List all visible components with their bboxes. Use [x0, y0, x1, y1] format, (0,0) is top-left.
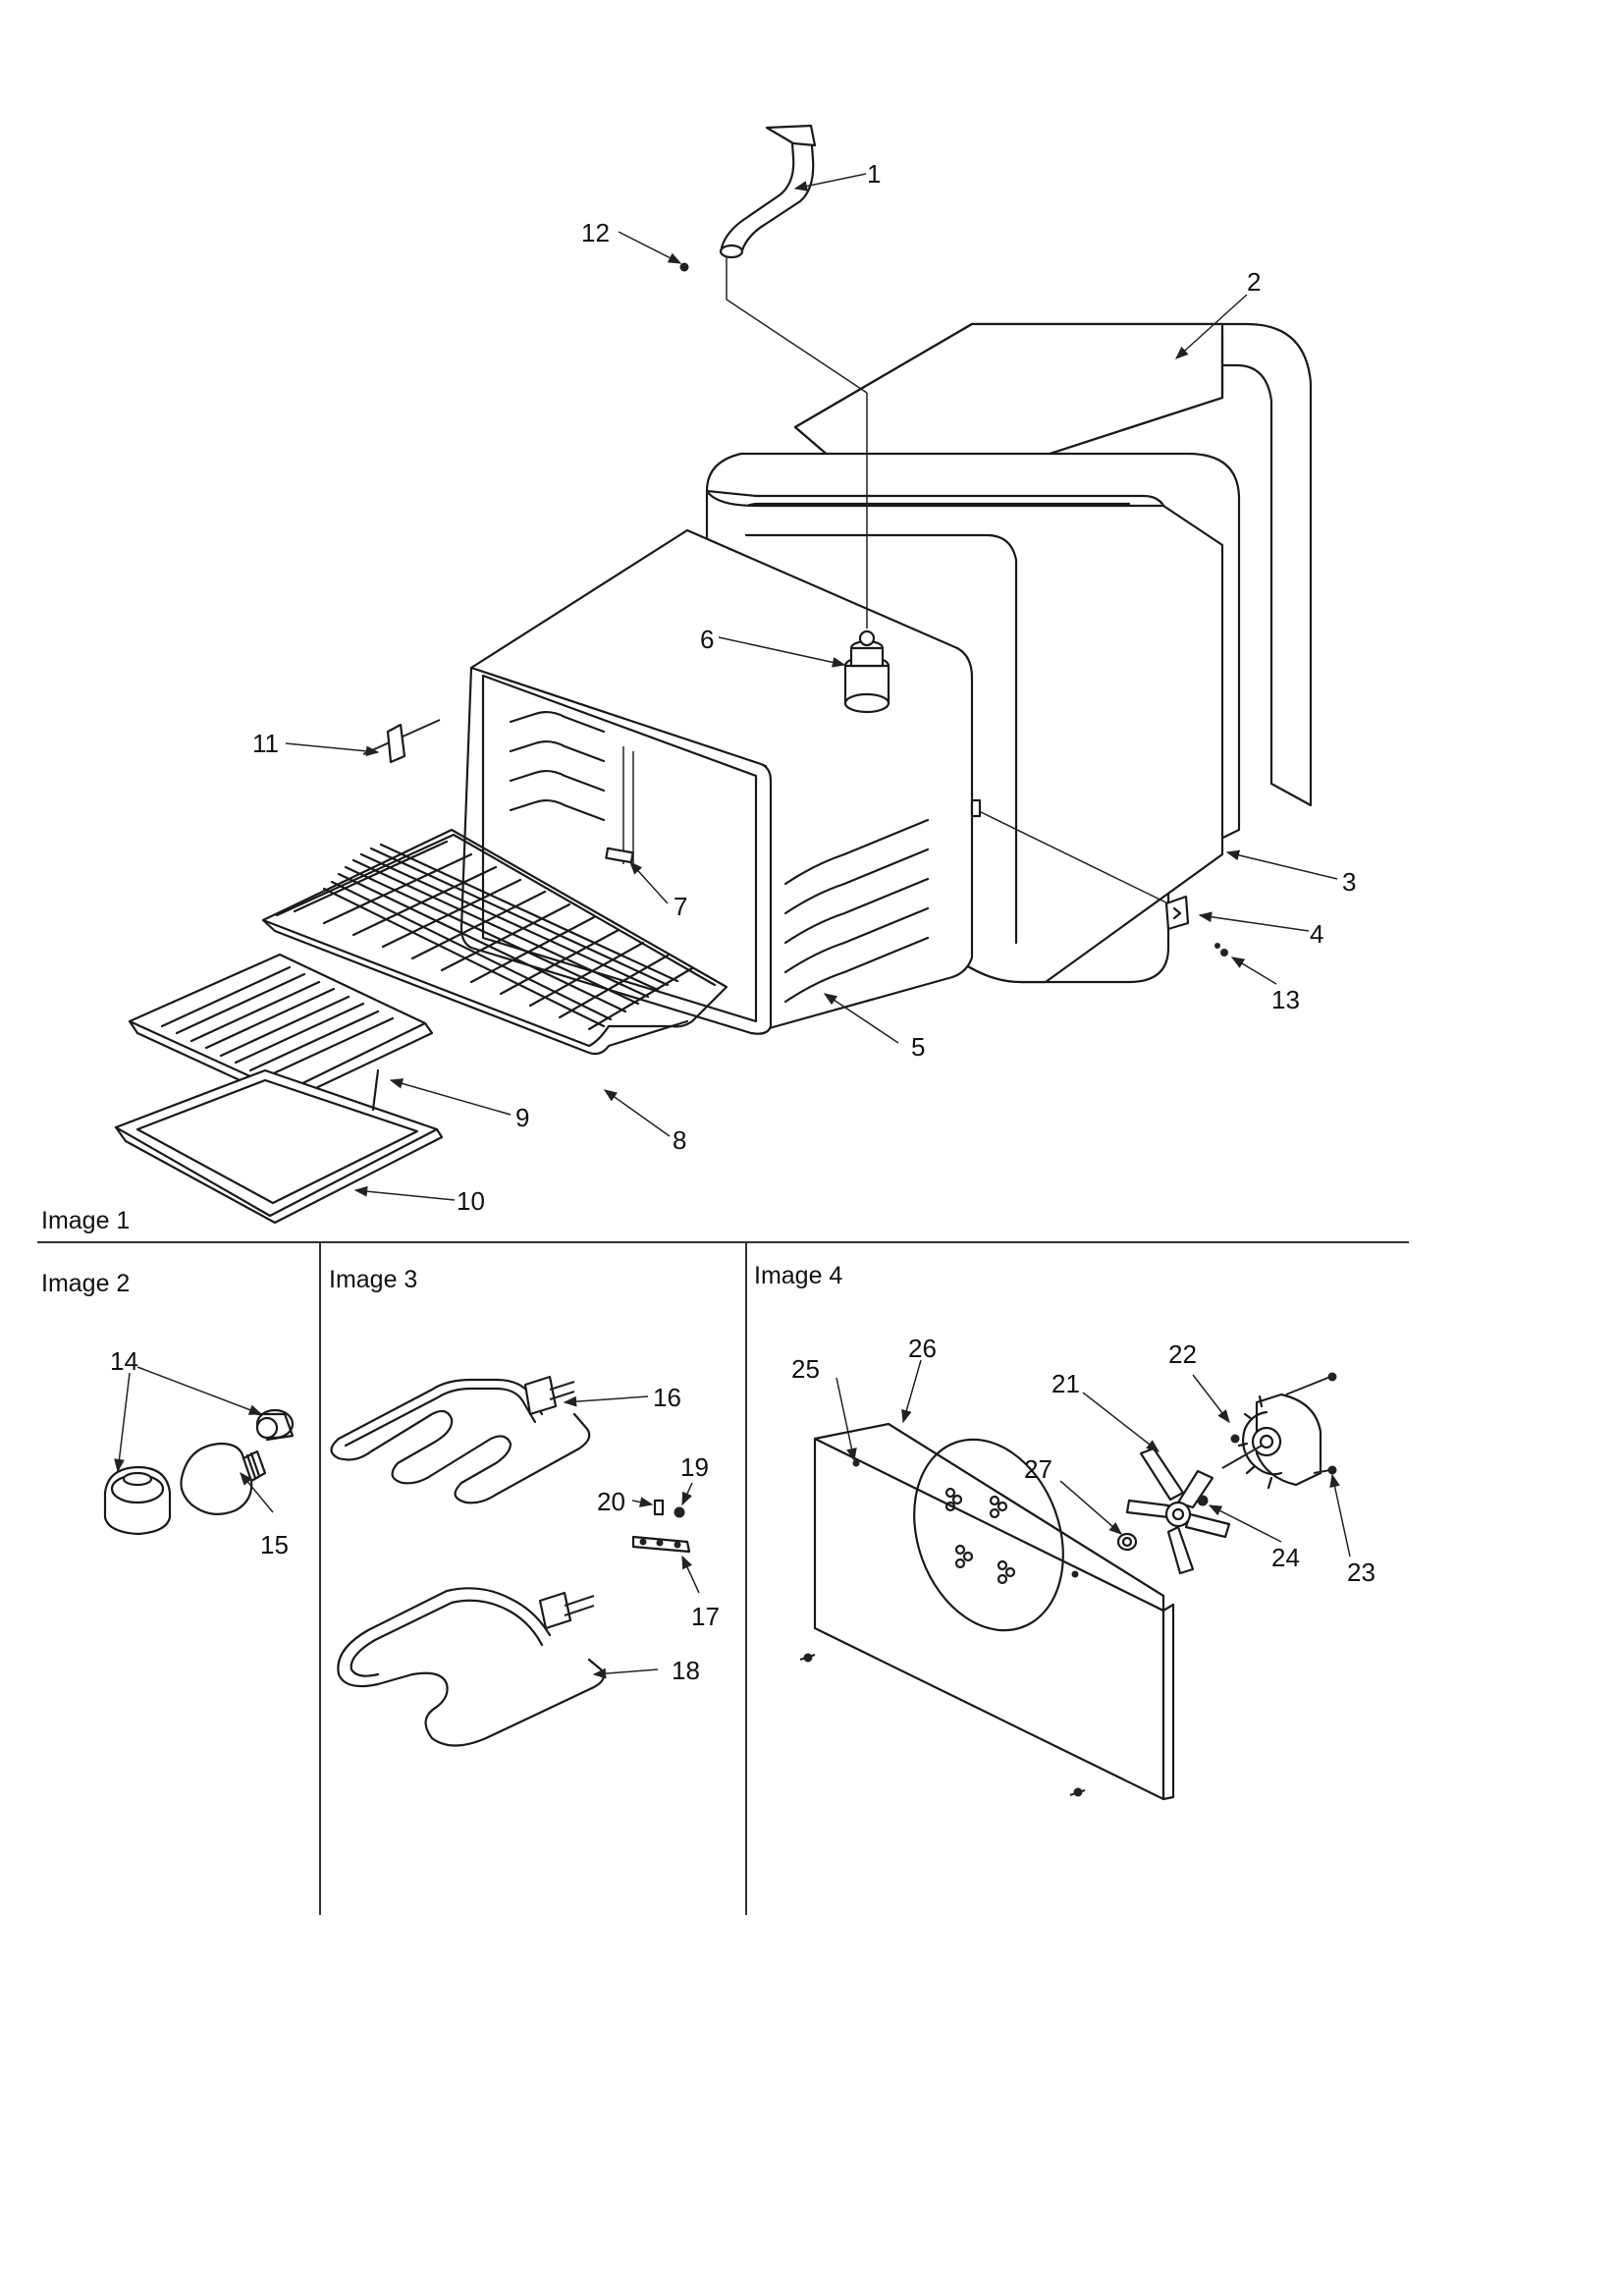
callout-7: 7	[674, 892, 687, 921]
callout-8: 8	[673, 1125, 686, 1155]
image-3-heating-elements	[330, 1375, 700, 1747]
vent-tube	[719, 124, 868, 629]
panel-dividers	[37, 1241, 1409, 1915]
callout-22: 22	[1168, 1339, 1197, 1369]
screw-12	[679, 262, 689, 272]
light-bulb	[180, 1442, 267, 1515]
broiler-pan	[114, 1068, 444, 1225]
callout-9: 9	[515, 1103, 529, 1132]
image-4-leader-lines	[836, 1359, 1351, 1558]
callout-15: 15	[260, 1530, 289, 1559]
callout-14: 14	[110, 1346, 138, 1376]
callout-19: 19	[680, 1452, 709, 1482]
terminal-block	[631, 1535, 691, 1554]
callout-24: 24	[1271, 1543, 1300, 1572]
broiler-pan-insert	[128, 953, 434, 1104]
image-3-leader-lines	[563, 1395, 700, 1679]
image-1-leader-lines	[285, 173, 1338, 1201]
callout-26: 26	[908, 1334, 937, 1363]
callout-1: 1	[867, 159, 881, 189]
callout-labels: 1 2 3 4 5 6 7 8 9 10 11 12 13 14 15 16 1…	[110, 159, 1375, 1685]
image-4-title: Image 4	[754, 1262, 842, 1289]
lamp-globe	[103, 1465, 172, 1536]
callout-10: 10	[457, 1186, 485, 1216]
bake-element	[330, 1375, 591, 1504]
image-3-title: Image 3	[329, 1266, 417, 1293]
terminal-clip	[653, 1499, 665, 1516]
callout-18: 18	[672, 1656, 700, 1685]
image-1-oven-cavity-assembly	[114, 124, 1338, 1225]
callout-12: 12	[581, 218, 610, 247]
oven-liner	[459, 528, 974, 1035]
terminal-screw	[674, 1506, 685, 1518]
fan-nut	[1116, 1532, 1138, 1552]
convection-fan-blade	[1125, 1447, 1231, 1575]
panel-screws	[799, 1372, 1337, 1797]
callout-21: 21	[1052, 1369, 1080, 1398]
sensor-clip	[362, 719, 441, 764]
callout-5: 5	[911, 1032, 925, 1062]
image-4-convection-assembly	[799, 1359, 1351, 1801]
callout-3: 3	[1342, 867, 1356, 897]
callout-13: 13	[1271, 985, 1300, 1014]
callout-4: 4	[1310, 919, 1323, 949]
lamp-socket-ring	[255, 1408, 295, 1442]
sensor-bushing	[843, 629, 890, 714]
image-2-title: Image 2	[41, 1270, 130, 1297]
callout-11: 11	[252, 729, 279, 758]
broil-element	[337, 1587, 605, 1747]
image-1-title: Image 1	[41, 1207, 130, 1234]
oven-rack	[261, 828, 728, 1056]
fan-washer	[1197, 1495, 1209, 1506]
callout-20: 20	[597, 1487, 625, 1516]
callout-6: 6	[700, 625, 714, 654]
screw-13	[1220, 949, 1228, 957]
callout-23: 23	[1347, 1558, 1375, 1587]
rear-bracket	[970, 798, 1190, 931]
callout-17: 17	[691, 1602, 720, 1631]
callout-27: 27	[1024, 1454, 1052, 1484]
callout-2: 2	[1247, 267, 1261, 297]
callout-25: 25	[791, 1354, 820, 1384]
convection-motor	[1221, 1376, 1331, 1490]
image-2-leader-lines	[114, 1366, 274, 1513]
convection-rear-panel	[813, 1422, 1175, 1801]
callout-16: 16	[653, 1383, 681, 1412]
image-2-light-assembly	[103, 1366, 295, 1536]
